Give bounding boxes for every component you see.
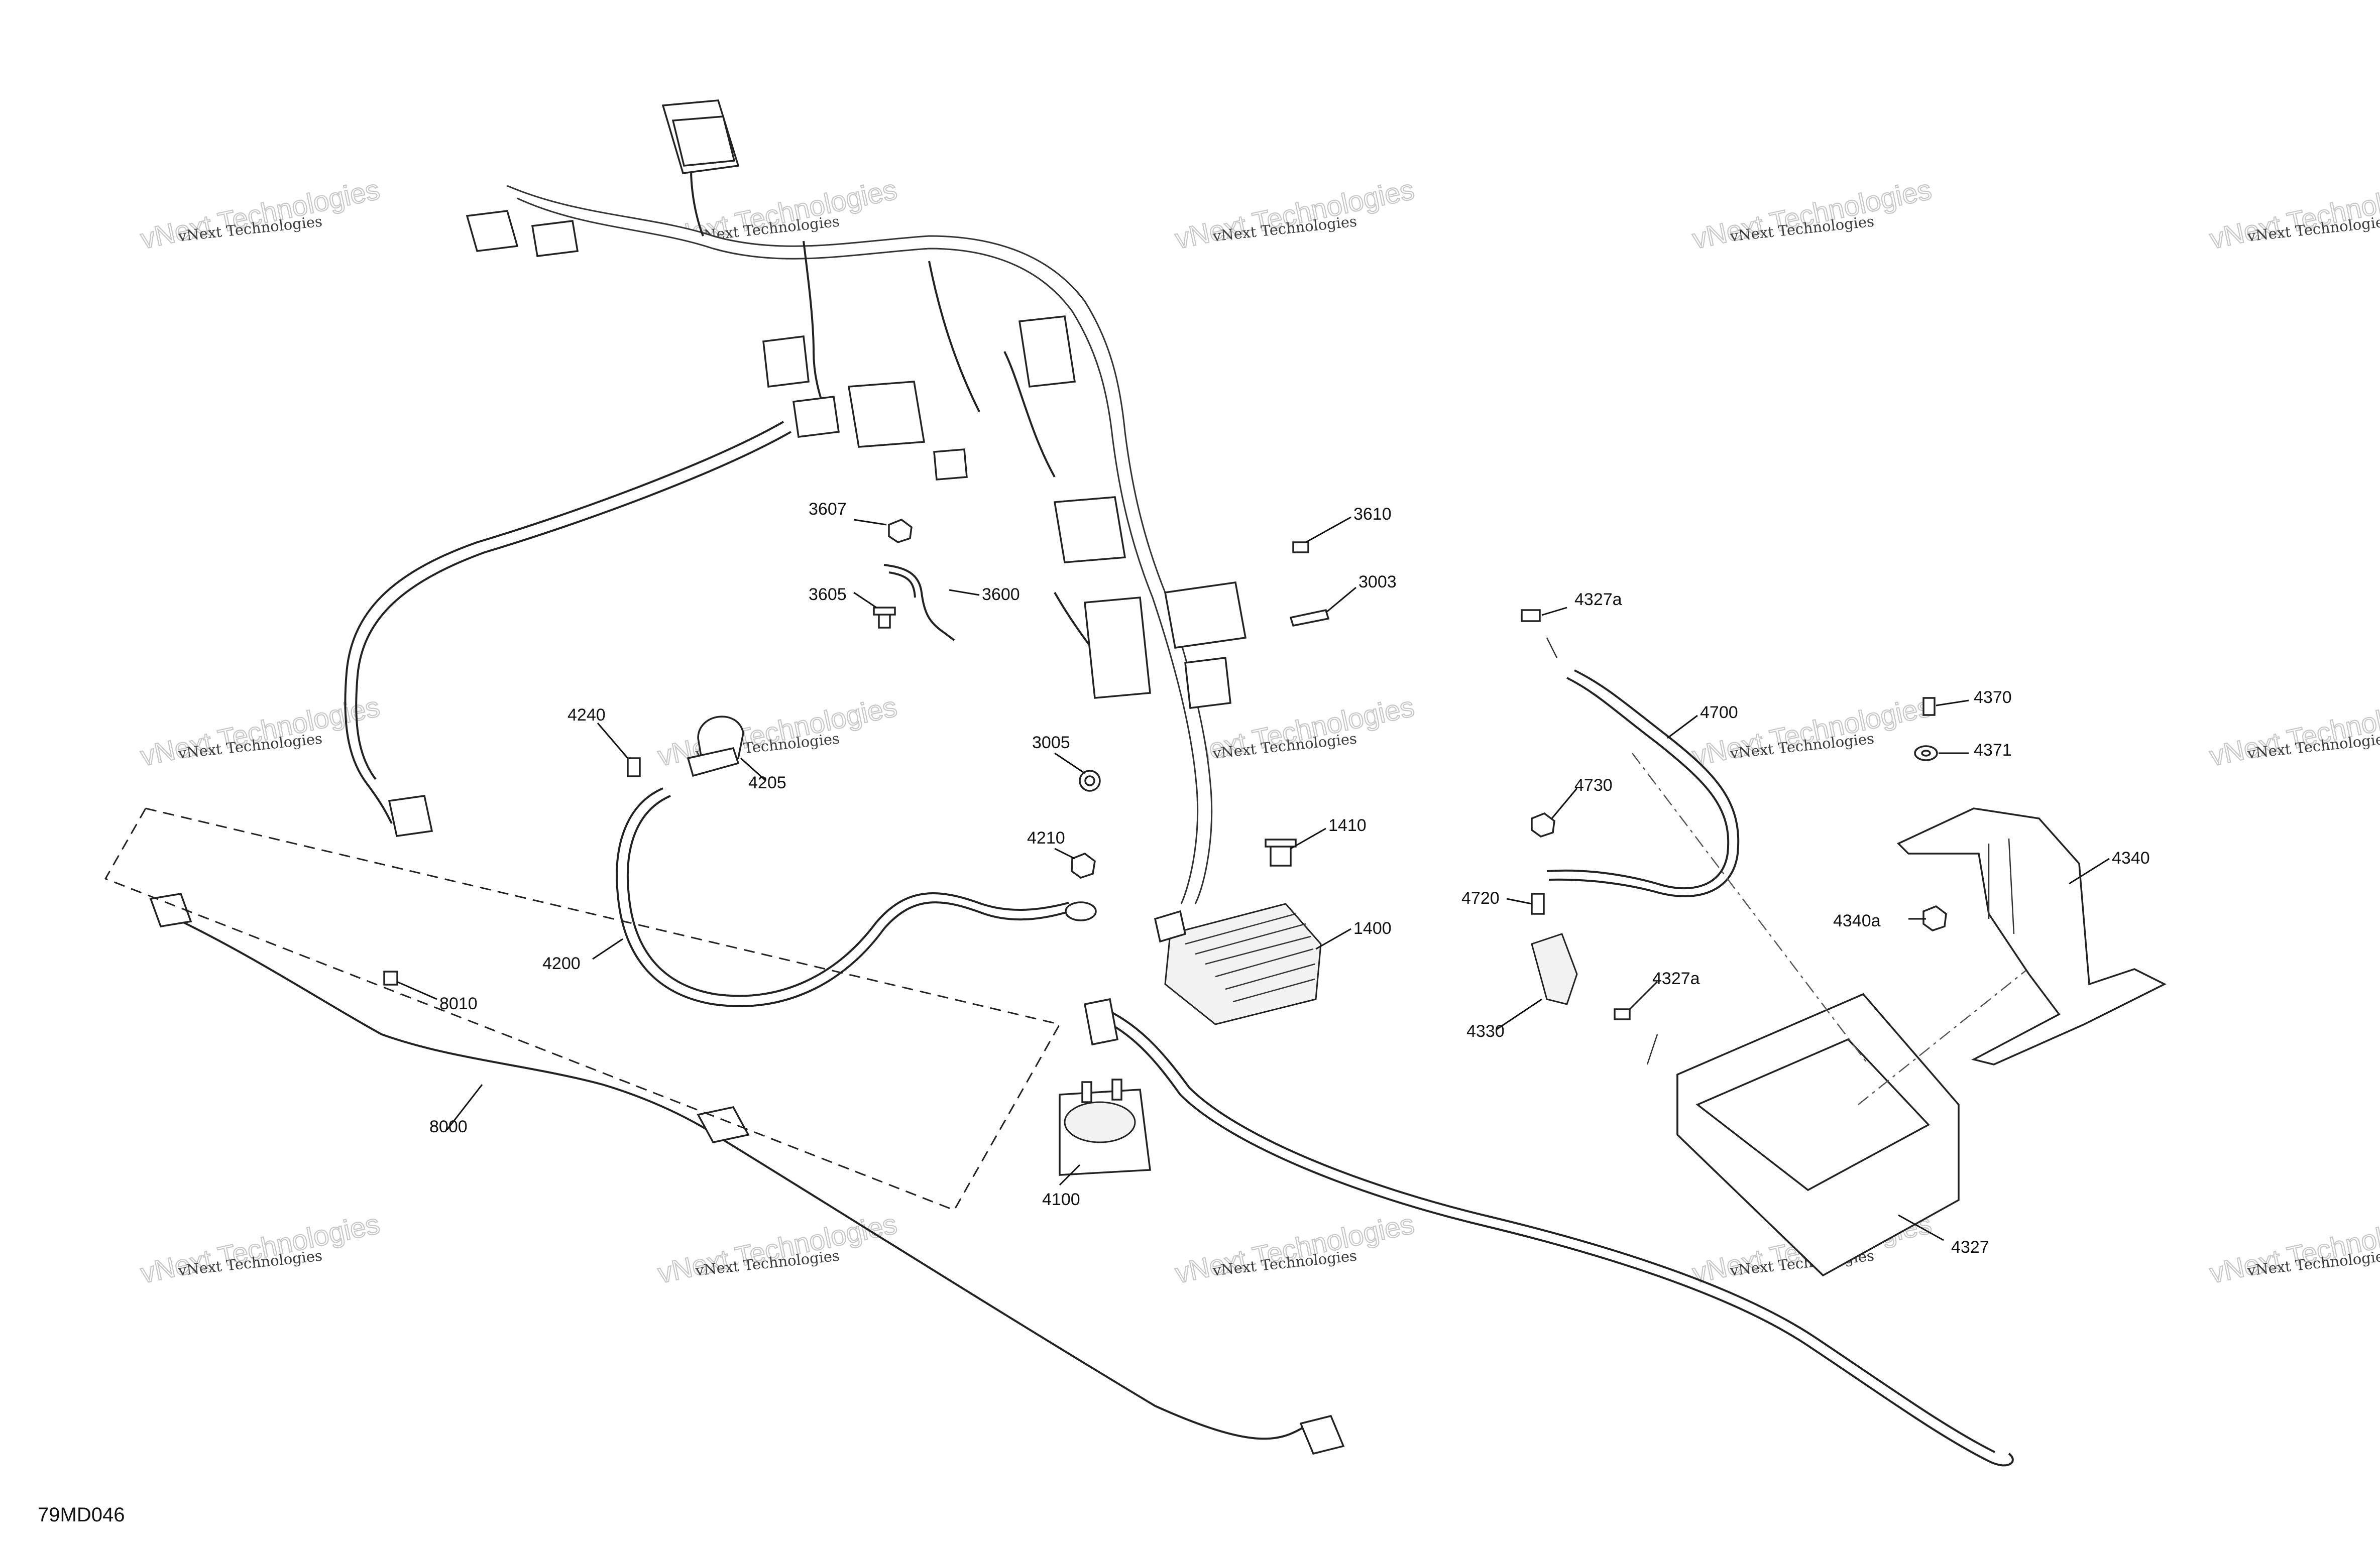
- label-3610: 3610: [1353, 505, 1392, 524]
- part-4200-battery-cable: [616, 787, 1097, 1007]
- label-3003: 3003: [1358, 572, 1397, 591]
- label-1410: 1410: [1328, 816, 1367, 835]
- part-8010-screw: [383, 971, 398, 986]
- part-4730-nut: [1531, 812, 1555, 838]
- watermark-big-text: vNext Technologies: [2207, 173, 2380, 255]
- label-4327a-lower: 4327a: [1652, 969, 1700, 988]
- label-4205: 4205: [748, 773, 786, 792]
- part-4210-nut: [1071, 853, 1096, 879]
- part-1400-voltage-regulator: [1154, 903, 1322, 1025]
- label-4720: 4720: [1461, 889, 1500, 908]
- label-3607: 3607: [809, 500, 847, 519]
- watermark-big-text: vNext Technologies: [138, 173, 382, 255]
- part-4340a-nut: [1922, 905, 1947, 931]
- label-4240: 4240: [568, 705, 606, 725]
- lead-end-connector: [388, 795, 433, 837]
- part-4327a-screw-lower: [1614, 1008, 1658, 1065]
- harness-connector-left: [466, 210, 579, 257]
- watermark-big-text: vNext Technologies: [2207, 1208, 2380, 1289]
- part-3607-nut: [888, 519, 913, 543]
- harness-connector-mid-left: [762, 335, 968, 481]
- label-4330: 4330: [1466, 1022, 1505, 1041]
- label-8010: 8010: [439, 994, 478, 1013]
- part-4720-bolt: [1531, 893, 1545, 915]
- label-4210: 4210: [1027, 828, 1065, 848]
- part-4370-bolt: [1922, 697, 1936, 716]
- part-4371-washer: [1914, 745, 1938, 761]
- label-4100: 4100: [1042, 1190, 1080, 1209]
- harness-connector-mid-right: [1018, 315, 1247, 709]
- part-3003-screw: [1289, 609, 1330, 627]
- part-1410-bolt: [1265, 839, 1297, 867]
- part-3610-screw: [1292, 541, 1309, 553]
- watermark-big-text: vNext Technologies: [1172, 1208, 1417, 1289]
- part-4340-battery-bracket: [1896, 807, 2167, 1065]
- label-4327a-top: 4327a: [1574, 590, 1622, 609]
- part-4327-battery: [1632, 753, 2060, 1277]
- harness-connector-top: [661, 99, 740, 174]
- part-4330-terminal-boot: [1531, 933, 1578, 1005]
- watermark-big-text: vNext Technologies: [2207, 690, 2380, 772]
- label-1400: 1400: [1353, 919, 1392, 938]
- label-4340: 4340: [2112, 849, 2150, 868]
- watermark-big-text: vNext Technologies: [1172, 173, 1417, 255]
- battery-positive-cable: [1083, 998, 2014, 1467]
- part-3600-ground-strap: [883, 564, 955, 641]
- label-4371: 4371: [1974, 741, 2012, 760]
- label-3605: 3605: [809, 585, 847, 604]
- label-4327: 4327: [1951, 1238, 1989, 1257]
- watermark-1-4: vNext Technologies: [2206, 690, 2380, 773]
- part-3005-nut: [1079, 770, 1101, 792]
- label-4700: 4700: [1700, 703, 1738, 722]
- part-4700-negative-cable: [1546, 669, 1740, 897]
- watermark-layer: vNext Technologies vNext Technologies vNex…: [137, 173, 2380, 1290]
- main-wiring-harness: [344, 99, 1247, 904]
- watermark-2-0: vNext Technologies: [137, 1207, 383, 1290]
- watermark-2-4: vNext Technologies: [2206, 1207, 2380, 1290]
- part-4205-terminal-boot: [687, 716, 744, 777]
- label-4340a: 4340a: [1833, 911, 1881, 930]
- label-8000: 8000: [429, 1117, 468, 1136]
- watermark-big-text: vNext Technologies: [138, 1208, 382, 1289]
- part-4327a-screw-top: [1521, 609, 1558, 658]
- label-4370: 4370: [1974, 688, 2012, 707]
- diagram-id-label: 79MD046: [38, 1504, 125, 1526]
- label-3005: 3005: [1032, 733, 1070, 752]
- watermark-2-2: vNext Technologies: [1172, 1207, 1417, 1290]
- watermark-0-2: vNext Technologies: [1172, 173, 1417, 256]
- label-3600: 3600: [982, 585, 1020, 604]
- part-8000-sensor-wire: [149, 893, 1345, 1455]
- callouts: 3607 3605 3600 3610 3003 3005 4240 4205 …: [396, 500, 2150, 1257]
- watermark-big-text: vNext Technologies: [655, 1208, 899, 1289]
- part-4240-bolt: [627, 757, 641, 777]
- part-3605-bolt: [873, 607, 896, 629]
- watermark-0-4: vNext Technologies: [2206, 173, 2380, 256]
- watermark-0-0: vNext Technologies: [137, 173, 383, 256]
- part-4100-starter-solenoid: [1059, 1079, 1151, 1176]
- watermark-big-text: vNext Technologies: [1689, 173, 1934, 255]
- dashed-callout-frame: [104, 807, 1061, 1211]
- label-4730: 4730: [1574, 776, 1613, 795]
- watermark-2-1: vNext Technologies: [654, 1207, 900, 1290]
- watermark-0-3: vNext Technologies: [1689, 173, 1935, 256]
- label-4200: 4200: [542, 954, 581, 973]
